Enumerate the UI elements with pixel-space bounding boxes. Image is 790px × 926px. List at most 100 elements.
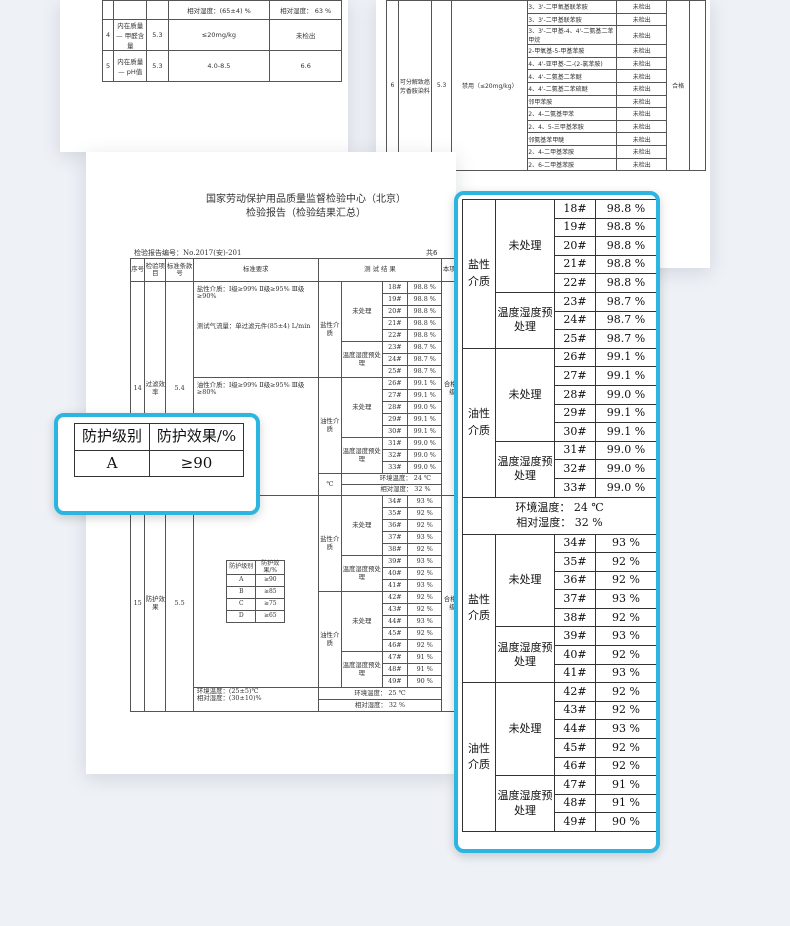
sample-id: 36# (554, 570, 596, 591)
report-number: 检验报告编号：No.2017(安)-201 (134, 249, 242, 257)
page2-result: 未检出 (616, 157, 668, 172)
page2-item-label: 可分解致癌芳香胺染料 (397, 0, 432, 172)
sample-id: 48# (381, 663, 409, 676)
sample-value: 99.0 % (407, 461, 443, 474)
sample-value: 93 % (595, 533, 656, 554)
sample-id: 21# (554, 254, 596, 275)
page2-result: 未检出 (616, 107, 668, 121)
sample-id: 39# (381, 555, 409, 568)
sample-id: 45# (381, 627, 409, 640)
sample-value: 92 % (407, 591, 443, 604)
sample-id: 38# (381, 543, 409, 556)
untreated-label: 未处理 (495, 682, 555, 777)
sample-value: 98.7 % (595, 329, 656, 349)
sample-value: 98.8 % (407, 293, 443, 306)
zoom-row: 32#99.0 % (463, 459, 656, 479)
sample-value: 98.8 % (407, 281, 443, 294)
sample-id: 28# (554, 384, 596, 405)
sample-value: 98.7 % (407, 341, 443, 354)
header-seq: 序号 (129, 258, 146, 282)
page2-result: 未检出 (616, 56, 668, 71)
sample-id: 45# (554, 738, 596, 758)
sample-value: 99.1 % (407, 425, 443, 438)
page1-cell: 相对湿度：(65±4) % (167, 0, 271, 20)
results-table: 序号 检验项目 标准条款号 标准要求 测 试 结 果 本项结论 14过滤效率5.… (129, 258, 457, 712)
sample-id: 19# (381, 293, 409, 306)
sample-id: 30# (554, 422, 596, 442)
page1-cell: 5.3 (146, 50, 169, 82)
sample-id: 21# (381, 317, 409, 330)
zoom-row: 44#93 % (463, 719, 656, 740)
zoom-row: 36#92 % (463, 570, 656, 591)
sample-id: 47# (554, 775, 596, 795)
header-item: 检验项目 (144, 258, 167, 282)
zoom-row: 28#99.0 % (463, 384, 656, 405)
sample-value: 93 % (595, 663, 656, 684)
effect-header: 防护效果/% (255, 559, 286, 576)
row-requirement: 盐性介质：Ⅰ级≥99% Ⅱ级≥95% Ⅲ级≥90%测试气流量：单过滤元件(85±… (192, 281, 319, 378)
env-measured: 环境温度： 24 ℃ (340, 473, 456, 485)
table-row: 3、3'-二甲基联苯胺未检出 (387, 12, 706, 27)
table-row: 29#99.1 % (131, 413, 457, 426)
sample-id: 47# (381, 651, 409, 664)
sample-value: 99.0 % (407, 437, 443, 450)
sample-id: 34# (381, 495, 409, 508)
medium-label: 油性介质 (462, 347, 496, 498)
sample-id: 19# (554, 217, 596, 238)
sample-value: 92 % (595, 682, 656, 702)
sample-id: 25# (381, 365, 409, 378)
grade-cell: A (226, 574, 257, 588)
sample-id: 38# (554, 607, 596, 628)
sample-id: 28# (381, 401, 409, 414)
pretreated-label: 温度湿度预处理 (495, 626, 555, 684)
env-row: 相对湿度： 32 % (131, 699, 457, 712)
table-row: 38#92 % (131, 543, 457, 556)
page2-substance: 4、4'-二氨基二苯醚 (527, 69, 618, 83)
page2-substance: 4、4'-二氨基二苯硫醚 (527, 81, 618, 96)
sample-id: 27# (554, 366, 596, 386)
sample-value: 99.0 % (595, 477, 656, 498)
page2-substance: 4、4'-亚甲基-二-(2-氯苯胺) (527, 56, 618, 71)
sample-id: 40# (554, 645, 596, 665)
page1-cell: ≤20mg/kg (167, 19, 271, 51)
page1-cell (146, 0, 169, 20)
page2-substance: 2、4、5-三甲基苯胺 (527, 119, 618, 134)
grade-cell: C (226, 598, 257, 612)
untreated-label: 未处理 (495, 533, 555, 628)
pretreated-label: 温度湿度预处理 (495, 291, 555, 349)
sample-value: 93 % (407, 531, 443, 544)
sample-value: 98.8 % (407, 329, 443, 342)
sample-value: 93 % (407, 579, 443, 592)
sample-id: 23# (381, 341, 409, 354)
page2-substance: 2-甲氧基-5-甲基苯胺 (527, 44, 618, 58)
sample-id: 43# (554, 700, 596, 721)
sample-value: 98.8 % (595, 273, 656, 293)
sample-value: 99.1 % (407, 413, 443, 426)
page2-result: 未检出 (616, 69, 668, 83)
zoom-row: 40#92 % (463, 645, 656, 665)
untreated-label: 未处理 (340, 591, 383, 652)
sample-value: 92 % (407, 603, 443, 616)
sample-id: 32# (554, 459, 596, 479)
header-clause: 标准条款号 (165, 258, 194, 282)
untreated-label: 未处理 (495, 347, 555, 442)
sample-value: 98.8 % (407, 305, 443, 318)
sample-value: 99.0 % (595, 459, 656, 479)
sample-value: 99.0 % (407, 401, 443, 414)
sample-value: 99.1 % (407, 389, 443, 402)
page2-result: 未检出 (616, 119, 668, 134)
req-flow: 测试气流量：单过滤元件(85±4) L/min (196, 321, 311, 330)
sample-value: 99.1 % (407, 377, 443, 390)
page2-result: 未检出 (616, 94, 668, 109)
sample-value: 91 % (595, 793, 656, 814)
